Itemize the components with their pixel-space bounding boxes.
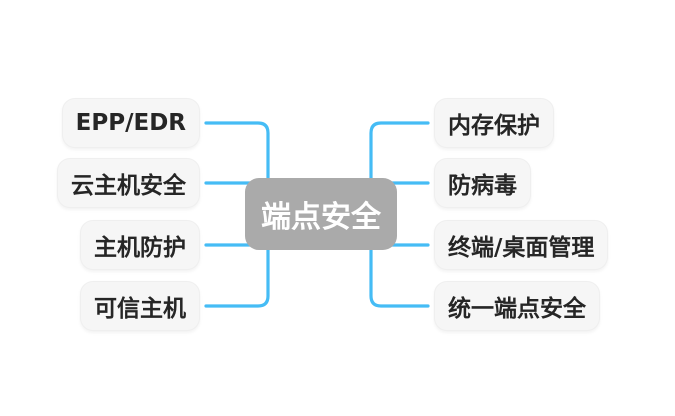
node-cloud-host-security[interactable]: 云主机安全 [57, 158, 200, 208]
node-label: 可信主机 [94, 296, 186, 322]
node-label: 主机防护 [94, 235, 186, 261]
node-unified-endpoint-security[interactable]: 统一端点安全 [434, 281, 600, 331]
node-label: 内存保护 [448, 113, 540, 139]
root-node-endpoint-security[interactable]: 端点安全 [245, 178, 397, 250]
node-epp-edr[interactable]: EPP/EDR [61, 98, 200, 148]
node-antivirus[interactable]: 防病毒 [434, 158, 531, 208]
node-memory-protection[interactable]: 内存保护 [434, 98, 554, 148]
node-label: 防病毒 [448, 173, 517, 199]
node-label: 统一端点安全 [448, 296, 586, 322]
node-host-protection[interactable]: 主机防护 [80, 220, 200, 270]
node-label: EPP/EDR [75, 110, 186, 136]
node-trusted-host[interactable]: 可信主机 [80, 281, 200, 331]
node-label: 云主机安全 [71, 173, 186, 199]
root-node-label: 端点安全 [261, 200, 381, 235]
node-terminal-desktop-management[interactable]: 终端/桌面管理 [434, 220, 609, 270]
node-label: 终端/桌面管理 [448, 235, 595, 261]
